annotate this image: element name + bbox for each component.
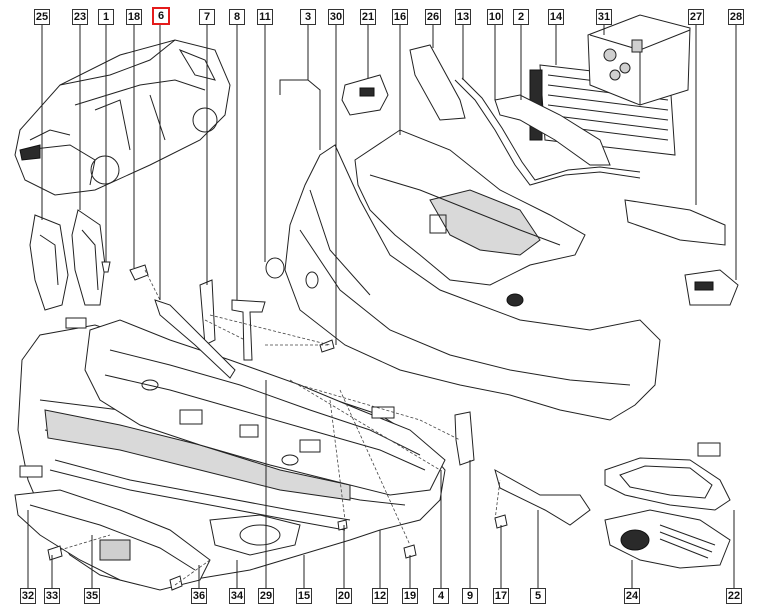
callout-4[interactable]: 4 <box>433 588 449 604</box>
bracket-7-part <box>199 279 216 346</box>
vehicle-outline-illustration <box>14 39 231 196</box>
air-deflector-strip-part <box>494 94 611 166</box>
callout-33[interactable]: 33 <box>44 588 60 604</box>
callout-9[interactable]: 9 <box>462 588 478 604</box>
bracket-8-part <box>231 299 266 361</box>
assembly-dashed-lines <box>59 269 501 586</box>
callout-26[interactable]: 26 <box>425 9 441 25</box>
side-bracket-25-part <box>29 214 69 311</box>
callout-22[interactable]: 22 <box>726 588 742 604</box>
front-bumper-upper-cover-part <box>284 144 661 421</box>
callout-31[interactable]: 31 <box>596 9 612 25</box>
callout-23[interactable]: 23 <box>72 9 88 25</box>
callout-36[interactable]: 36 <box>191 588 207 604</box>
front-crossmember-part <box>354 129 586 307</box>
callout-25[interactable]: 25 <box>34 9 50 25</box>
bracket-5-part <box>494 468 591 526</box>
callout-21[interactable]: 21 <box>360 9 376 25</box>
callout-32[interactable]: 32 <box>20 588 36 604</box>
callout-27[interactable]: 27 <box>688 9 704 25</box>
side-bracket-23-part <box>71 209 106 306</box>
fog-light-trim-22-part <box>604 457 731 511</box>
callout-17[interactable]: 17 <box>493 588 509 604</box>
fastener-kit-box-part <box>587 14 691 106</box>
retainer-18-part <box>129 264 149 281</box>
callout-29[interactable]: 29 <box>258 588 274 604</box>
callout-5[interactable]: 5 <box>530 588 546 604</box>
sensor-11-part <box>265 257 285 279</box>
callout-2[interactable]: 2 <box>513 9 529 25</box>
callout-8[interactable]: 8 <box>229 9 245 25</box>
bracket-27-part <box>624 199 726 246</box>
callout-18[interactable]: 18 <box>126 9 142 25</box>
callout-20[interactable]: 20 <box>336 588 352 604</box>
callout-15[interactable]: 15 <box>296 588 312 604</box>
callout-30[interactable]: 30 <box>328 9 344 25</box>
callout-6-highlighted[interactable]: 6 <box>152 7 170 25</box>
callout-34[interactable]: 34 <box>229 588 245 604</box>
bracket-26-part <box>409 44 466 121</box>
callout-1[interactable]: 1 <box>98 9 114 25</box>
callout-24[interactable]: 24 <box>624 588 640 604</box>
bracket-6-part <box>154 299 236 379</box>
callout-35[interactable]: 35 <box>84 588 100 604</box>
bracket-21-part <box>341 74 389 116</box>
bracket-28-part <box>684 269 739 306</box>
callout-13[interactable]: 13 <box>455 9 471 25</box>
callout-19[interactable]: 19 <box>402 588 418 604</box>
callout-7[interactable]: 7 <box>199 9 215 25</box>
callout-3[interactable]: 3 <box>300 9 316 25</box>
callout-16[interactable]: 16 <box>392 9 408 25</box>
callout-12[interactable]: 12 <box>372 588 388 604</box>
callout-28[interactable]: 28 <box>728 9 744 25</box>
blank-labels <box>19 317 721 478</box>
fog-light-trim-24-part <box>604 509 731 569</box>
callout-14[interactable]: 14 <box>548 9 564 25</box>
trim-strip-part <box>454 77 641 186</box>
screw-fasteners <box>47 339 508 591</box>
bracket-9-part <box>454 411 475 466</box>
clip-1-part <box>101 261 111 273</box>
callout-10[interactable]: 10 <box>487 9 503 25</box>
callout-11[interactable]: 11 <box>257 9 273 25</box>
leader-lines <box>27 25 737 590</box>
